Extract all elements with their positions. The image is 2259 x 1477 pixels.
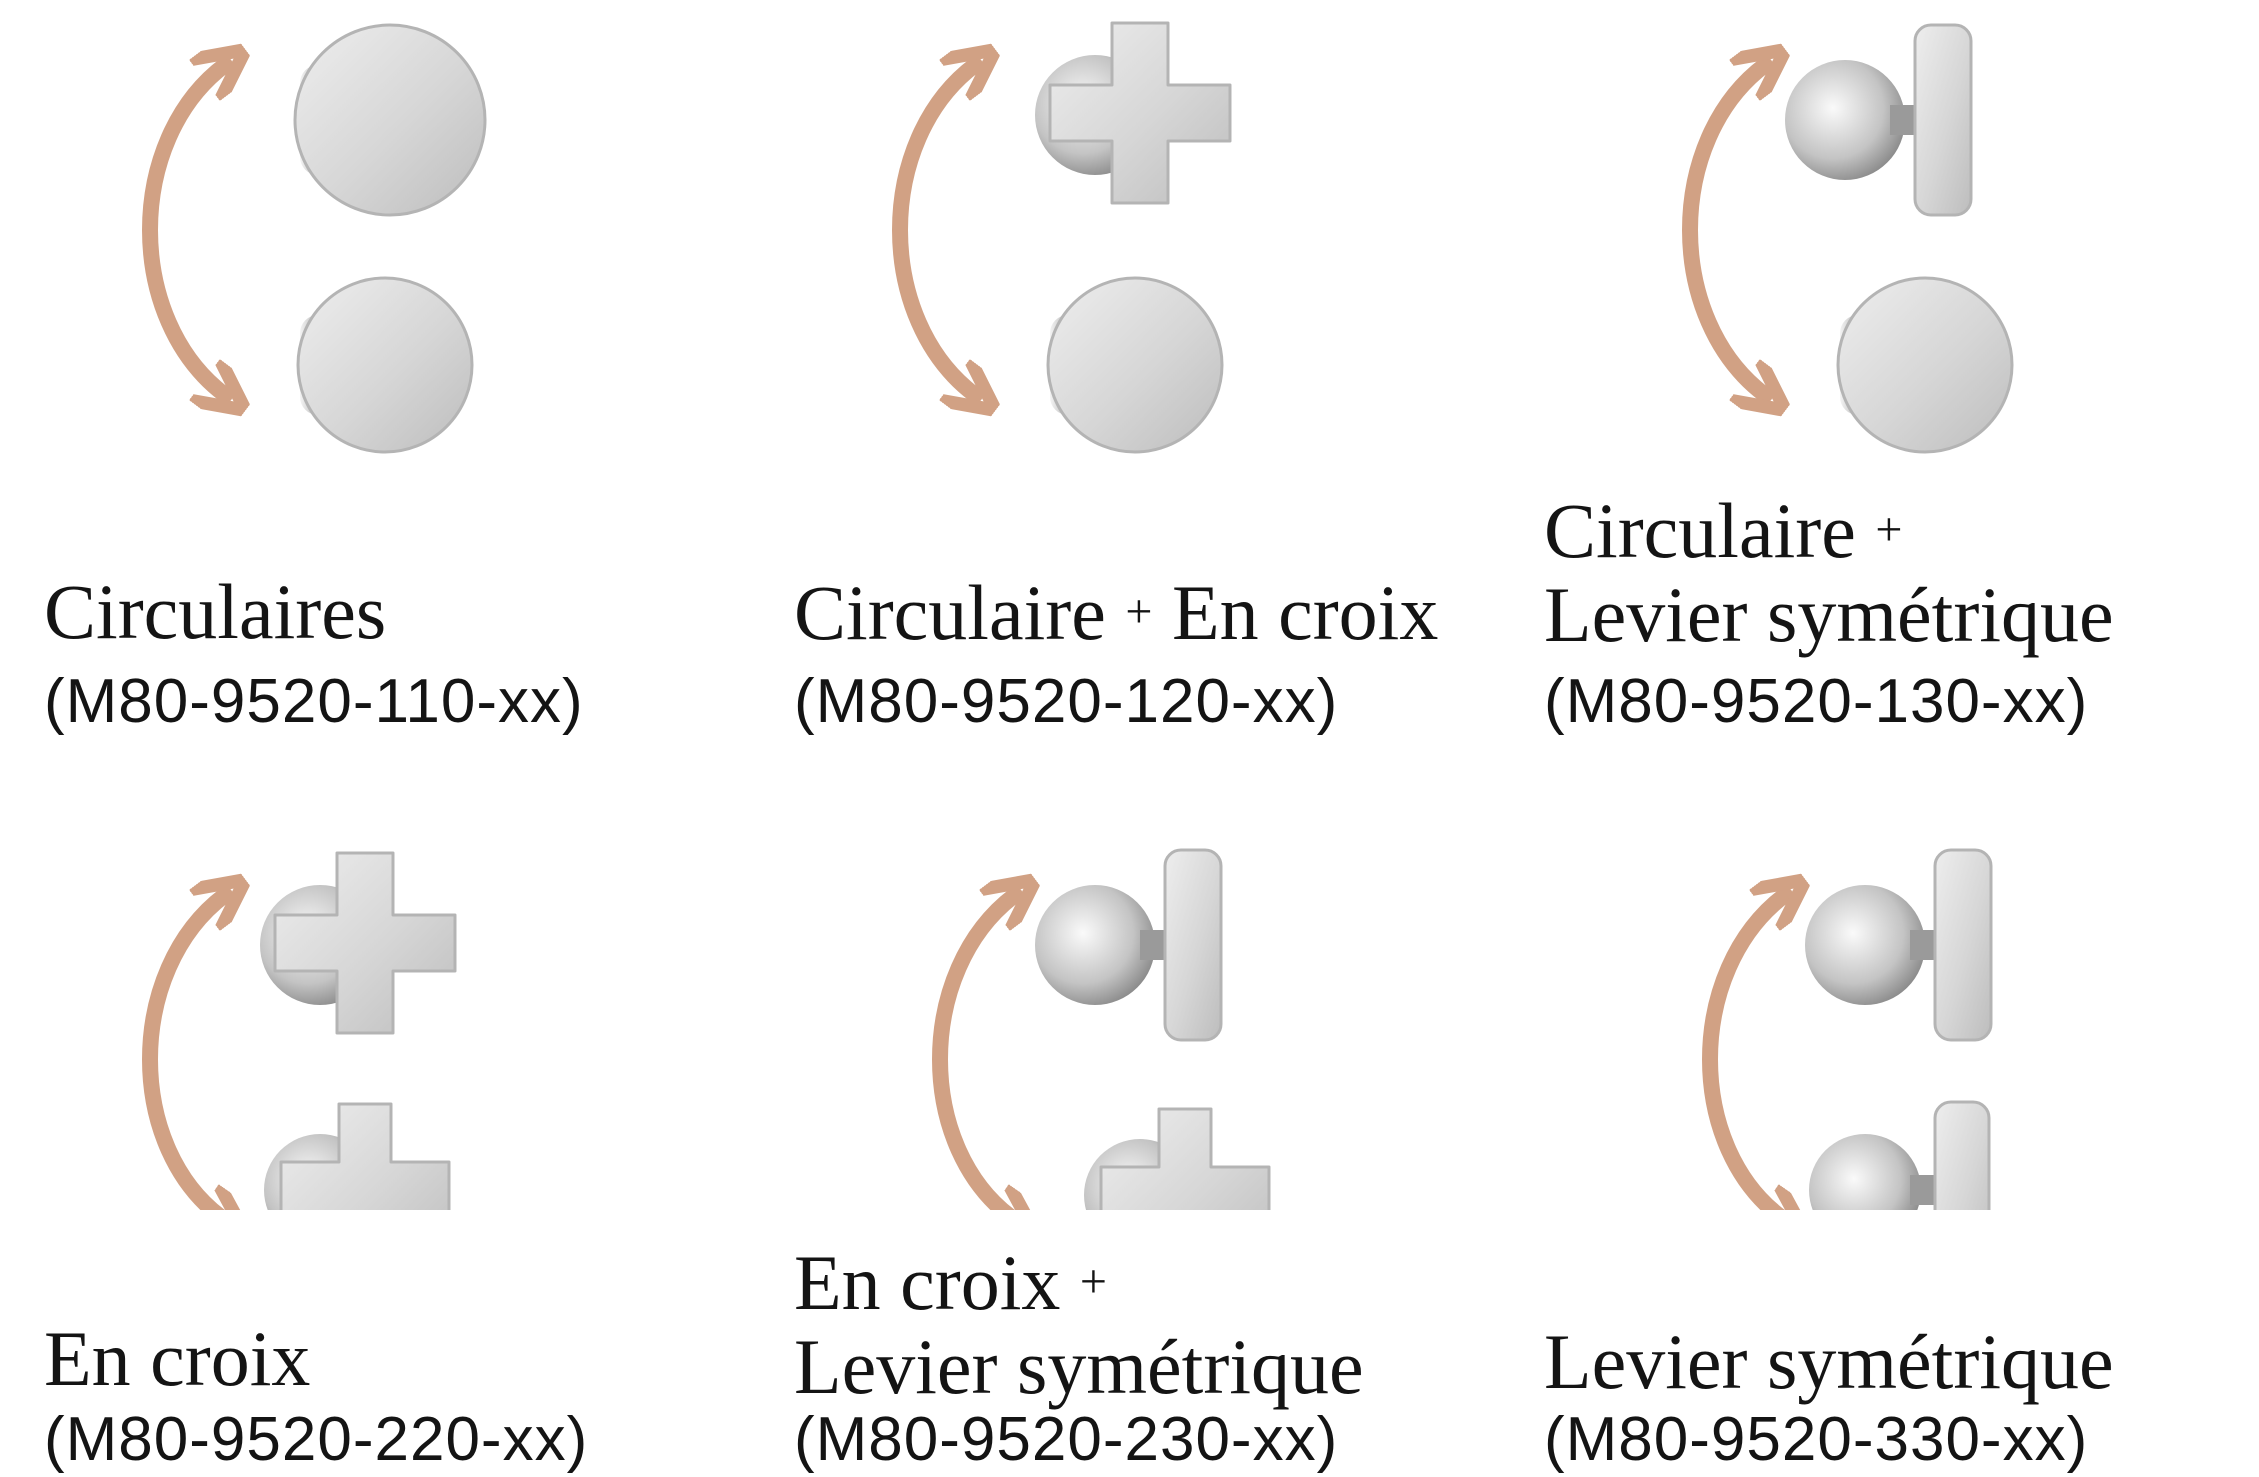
option-reference: (M80-9520-220-xx) bbox=[44, 1405, 589, 1474]
swap-arrow-icon bbox=[1702, 895, 1785, 1210]
option-title-line1: Levier symétrique bbox=[1544, 1318, 2114, 1405]
swap-arrow-icon bbox=[142, 65, 225, 395]
swap-arrow-icon bbox=[142, 895, 225, 1210]
option-title-line1: Circulaires bbox=[44, 568, 387, 655]
cross-knob-icon bbox=[264, 1102, 451, 1210]
option-title-line1-extra: En croix bbox=[1171, 569, 1439, 656]
swap-figure bbox=[1702, 848, 1993, 1210]
swap-figure bbox=[932, 848, 1271, 1210]
option-card: Circulaires (M80-9520-110-xx) bbox=[0, 0, 760, 737]
plus-sign: + bbox=[1125, 585, 1153, 638]
option-title-line1: Circulaire bbox=[794, 569, 1106, 656]
option-reference: (M80-9520-130-xx) bbox=[1544, 667, 2089, 736]
swap-figure bbox=[892, 21, 1232, 454]
lever-knob-icon bbox=[1035, 848, 1223, 1042]
option-reference: (M80-9520-120-xx) bbox=[794, 667, 1339, 736]
option-title: Circulaire + Levier symétrique bbox=[1544, 488, 2259, 657]
round-knob-icon bbox=[293, 23, 487, 217]
option-reference: (M80-9520-230-xx) bbox=[794, 1405, 1339, 1474]
option-title: Circulaire + En croix bbox=[794, 570, 1534, 655]
option-title: Levier symétrique bbox=[1544, 1320, 2259, 1404]
option-title-line1: En croix bbox=[44, 1315, 311, 1402]
swap-arrow-icon bbox=[1682, 65, 1765, 395]
option-reference: (M80-9520-330-xx) bbox=[1544, 1405, 2089, 1474]
option-card: En croix + Levier symétrique (M80-9520-2… bbox=[750, 740, 1510, 1477]
plus-sign: + bbox=[1079, 1255, 1107, 1308]
lever-knob-icon bbox=[1785, 23, 1973, 217]
round-knob-icon bbox=[1836, 276, 2014, 454]
round-knob-icon bbox=[1046, 276, 1224, 454]
lever-knob-icon bbox=[1805, 848, 1993, 1042]
option-card: Circulaire + Levier symétrique (M80-9520… bbox=[1500, 0, 2259, 737]
swap-arrow-icon bbox=[892, 65, 975, 395]
lever-knob-icon bbox=[1809, 1100, 1991, 1210]
swap-arrow-icon bbox=[932, 895, 1015, 1210]
swap-figure bbox=[1682, 23, 2014, 454]
option-card: En croix (M80-9520-220-xx) bbox=[0, 740, 760, 1477]
option-title-line1: En croix bbox=[794, 1239, 1061, 1326]
plus-sign: + bbox=[1875, 503, 1903, 556]
cross-knob-icon bbox=[260, 851, 457, 1035]
option-card: Levier symétrique (M80-9520-330-xx) bbox=[1500, 740, 2259, 1477]
option-title-line2: Levier symétrique bbox=[1544, 571, 2114, 658]
swap-figure bbox=[142, 851, 457, 1210]
swap-figure bbox=[142, 23, 487, 454]
option-title: En croix + Levier symétrique bbox=[794, 1240, 1534, 1409]
round-knob-icon bbox=[296, 276, 474, 454]
option-title-line2: Levier symétrique bbox=[794, 1323, 1364, 1410]
option-title-line1: Circulaire bbox=[1544, 487, 1856, 574]
option-title: En croix bbox=[44, 1317, 784, 1401]
cross-knob-icon bbox=[1035, 21, 1232, 205]
option-card: Circulaire + En croix (M80-9520-120-xx) bbox=[750, 0, 1510, 737]
option-reference: (M80-9520-110-xx) bbox=[44, 667, 584, 736]
option-title: Circulaires bbox=[44, 570, 784, 654]
cross-knob-icon bbox=[1084, 1107, 1271, 1210]
